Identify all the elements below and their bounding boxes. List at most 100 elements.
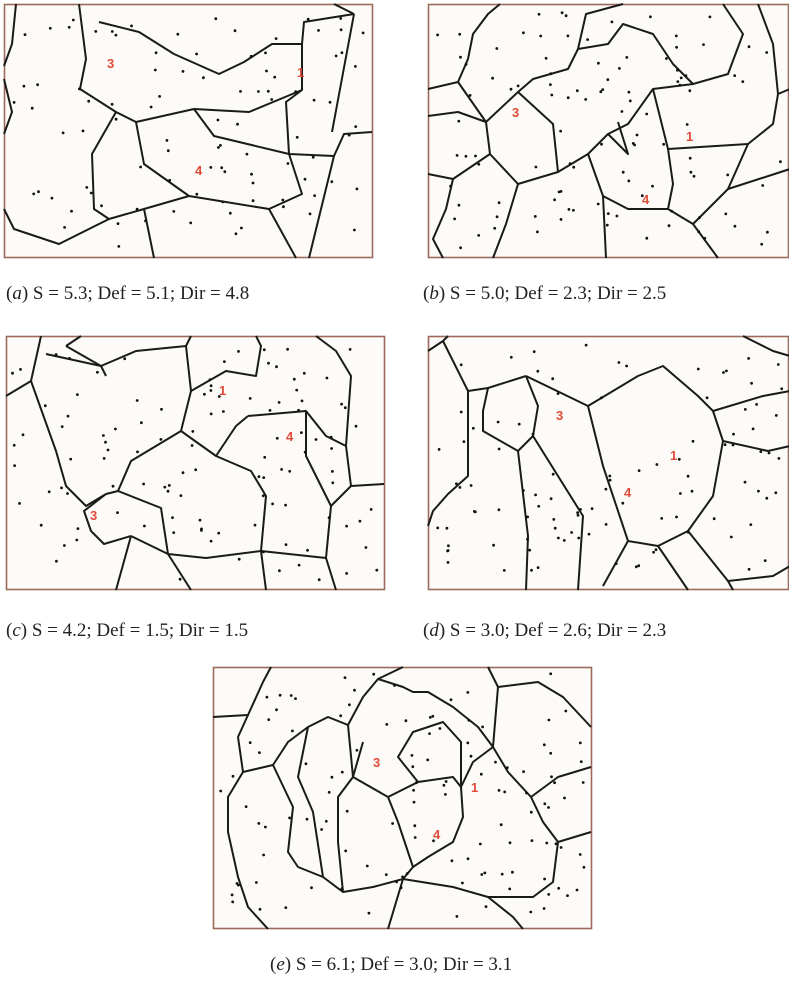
dot: [702, 43, 705, 46]
dot: [244, 805, 248, 808]
dot: [172, 210, 176, 213]
dot: [384, 873, 388, 876]
dot: [264, 825, 267, 829]
dot: [143, 524, 146, 528]
dot: [600, 396, 603, 400]
dot: [582, 865, 586, 869]
dot: [268, 409, 272, 412]
dot: [275, 436, 279, 440]
dot: [549, 72, 553, 76]
dot: [508, 841, 512, 845]
dot: [763, 559, 767, 562]
dot: [123, 357, 127, 361]
dot: [76, 527, 80, 530]
dot: [493, 226, 497, 230]
dot: [114, 427, 117, 431]
dot: [217, 146, 220, 149]
dot: [722, 371, 725, 374]
dot: [459, 410, 463, 414]
dot: [314, 438, 318, 441]
dot: [110, 102, 114, 106]
dot: [620, 110, 624, 113]
dot: [553, 198, 556, 202]
dot: [559, 218, 563, 221]
dot: [222, 410, 225, 413]
dot: [729, 535, 733, 539]
dot: [774, 491, 778, 495]
dot: [725, 369, 728, 373]
dot: [495, 47, 499, 50]
dot: [522, 489, 525, 492]
markers-a: 3 1 4: [107, 56, 304, 178]
dot: [547, 718, 551, 722]
dot: [496, 420, 500, 424]
dot: [436, 33, 439, 37]
dot: [367, 911, 371, 915]
dot: [340, 51, 344, 55]
dot: [340, 887, 344, 890]
dot: [250, 172, 253, 176]
dot: [347, 133, 351, 137]
dot: [466, 741, 470, 745]
dot: [343, 676, 347, 679]
dot: [635, 133, 639, 137]
dot: [267, 361, 270, 365]
dot: [534, 493, 537, 497]
dot: [751, 427, 755, 431]
dot: [675, 515, 678, 519]
dot: [216, 118, 220, 122]
dot: [645, 112, 649, 116]
dot: [181, 70, 185, 73]
dot: [743, 480, 747, 484]
dot: [219, 789, 223, 793]
dot: [604, 523, 608, 526]
dot: [634, 565, 638, 569]
dot: [37, 190, 40, 194]
dot: [505, 766, 509, 770]
dot: [413, 836, 417, 839]
dot: [317, 578, 321, 582]
dot: [369, 508, 373, 511]
dot: [676, 68, 679, 72]
dot: [549, 497, 553, 501]
dot: [549, 751, 553, 755]
dot: [458, 486, 462, 489]
dot: [640, 194, 644, 198]
dot: [60, 425, 64, 428]
dot: [457, 203, 461, 207]
dot: [251, 181, 255, 185]
dot: [444, 793, 447, 796]
markers-e: 3 1 4: [373, 755, 478, 842]
dot: [749, 523, 753, 526]
dot: [473, 510, 476, 513]
dot: [449, 698, 453, 702]
dot: [198, 518, 202, 522]
dot: [353, 688, 356, 692]
caption-e-letter: e: [276, 954, 285, 975]
dot: [361, 31, 365, 35]
dot: [615, 214, 619, 218]
marker-e-3: 4: [433, 827, 441, 842]
dot: [579, 760, 583, 764]
dot: [637, 564, 641, 568]
dot: [655, 463, 659, 466]
dot: [459, 363, 463, 367]
dot: [578, 853, 582, 856]
dot: [559, 846, 563, 849]
dot: [747, 357, 750, 360]
dot: [262, 853, 265, 857]
dot: [262, 550, 265, 554]
marker-d-3: 4: [624, 485, 632, 500]
dot: [497, 789, 501, 792]
dot: [345, 809, 349, 813]
dot: [281, 198, 285, 202]
marker-b-1: 3: [512, 105, 519, 120]
dot: [412, 788, 415, 792]
dot: [399, 886, 403, 890]
dot: [559, 129, 562, 133]
dot: [761, 184, 765, 187]
dot: [570, 531, 573, 534]
dot: [436, 526, 440, 530]
dot: [726, 173, 730, 177]
dot: [261, 494, 265, 498]
